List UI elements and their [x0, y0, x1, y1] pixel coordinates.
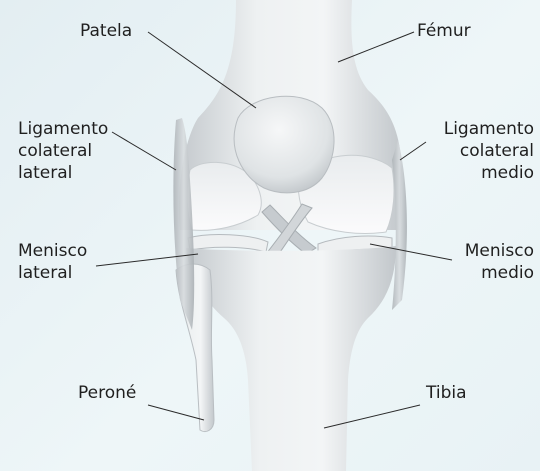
label-lig-medio-line2: colateral [444, 140, 534, 162]
label-lig-colateral-lateral: Ligamento colateral lateral [18, 118, 108, 184]
label-menisco-lateral-line1: Menisco [18, 240, 87, 262]
label-menisco-lateral: Menisco lateral [18, 240, 87, 284]
label-menisco-medio-line2: medio [465, 262, 534, 284]
label-lig-colateral-medio: Ligamento colateral medio [444, 118, 534, 184]
label-lig-medio-line1: Ligamento [444, 118, 534, 140]
tibia-bone [186, 246, 396, 471]
label-menisco-medio: Menisco medio [465, 240, 534, 284]
label-menisco-medio-line1: Menisco [465, 240, 534, 262]
label-lig-medio-line3: medio [444, 162, 534, 184]
label-lig-lateral-line1: Ligamento [18, 118, 108, 140]
label-lig-lateral-line3: lateral [18, 162, 108, 184]
label-tibia: Tibia [426, 382, 467, 404]
label-patela: Patela [80, 20, 132, 42]
label-perone: Peroné [78, 382, 136, 404]
label-femur: Fémur [417, 20, 471, 42]
label-lig-lateral-line2: colateral [18, 140, 108, 162]
label-menisco-lateral-line2: lateral [18, 262, 87, 284]
